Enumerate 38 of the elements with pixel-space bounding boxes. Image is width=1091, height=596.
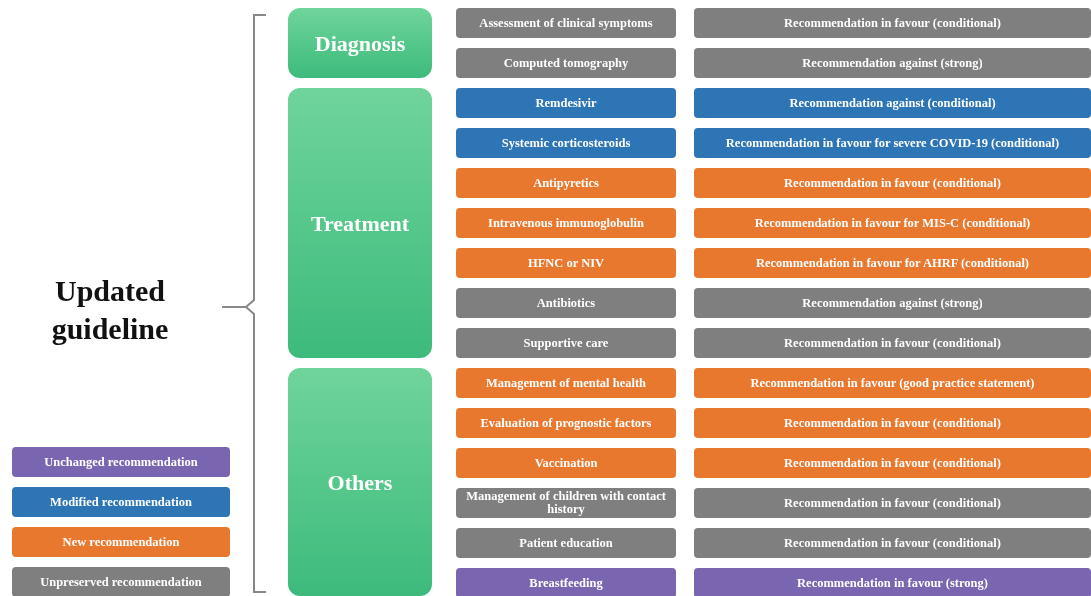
category-box: Others <box>288 368 432 596</box>
recommendation-box: Recommendation against (strong) <box>694 48 1091 78</box>
recommendation-box: Recommendation in favour (conditional) <box>694 328 1091 358</box>
recommendation-box: Recommendation in favour (conditional) <box>694 168 1091 198</box>
recommendation-box: Recommendation in favour (conditional) <box>694 488 1091 518</box>
legend-key: New recommendation <box>12 527 230 557</box>
item-box: Patient education <box>456 528 676 558</box>
legend-key: Unpreserved recommendation <box>12 567 230 596</box>
category-box: Diagnosis <box>288 8 432 78</box>
item-box: Evaluation of prognostic factors <box>456 408 676 438</box>
heading-text: Updated guideline <box>50 273 170 347</box>
recommendation-box: Recommendation in favour (conditional) <box>694 448 1091 478</box>
item-box: Assessment of clinical symptoms <box>456 8 676 38</box>
recommendation-box: Recommendation in favour (strong) <box>694 568 1091 596</box>
legend-key: Modified recommendation <box>12 487 230 517</box>
recommendation-box: Recommendation in favour (good practice statement) <box>694 368 1091 398</box>
legend-key: Unchanged recommendation <box>12 447 230 477</box>
item-box: Vaccination <box>456 448 676 478</box>
recommendation-box: Recommendation in favour (conditional) <box>694 408 1091 438</box>
recommendation-box: Recommendation in favour (conditional) <box>694 528 1091 558</box>
recommendation-box: Recommendation against (strong) <box>694 288 1091 318</box>
recommendation-box: Recommendation against (conditional) <box>694 88 1091 118</box>
item-box: Computed tomography <box>456 48 676 78</box>
item-box: Breastfeeding <box>456 568 676 596</box>
recommendation-box: Recommendation in favour for severe COVID-19 (conditional) <box>694 128 1091 158</box>
item-box: Antipyretics <box>456 168 676 198</box>
recommendation-box: Recommendation in favour for AHRF (conditional) <box>694 248 1091 278</box>
item-box: Management of mental health <box>456 368 676 398</box>
item-box: HFNC or NIV <box>456 248 676 278</box>
item-box: Antibiotics <box>456 288 676 318</box>
item-box: Supportive care <box>456 328 676 358</box>
item-box: Management of children with contact history <box>456 488 676 518</box>
item-box: Systemic corticosteroids <box>456 128 676 158</box>
recommendation-box: Recommendation in favour for MIS-C (conditional) <box>694 208 1091 238</box>
item-box: Remdesivir <box>456 88 676 118</box>
category-box: Treatment <box>288 88 432 358</box>
recommendation-box: Recommendation in favour (conditional) <box>694 8 1091 38</box>
item-box: Intravenous immunoglobulin <box>456 208 676 238</box>
